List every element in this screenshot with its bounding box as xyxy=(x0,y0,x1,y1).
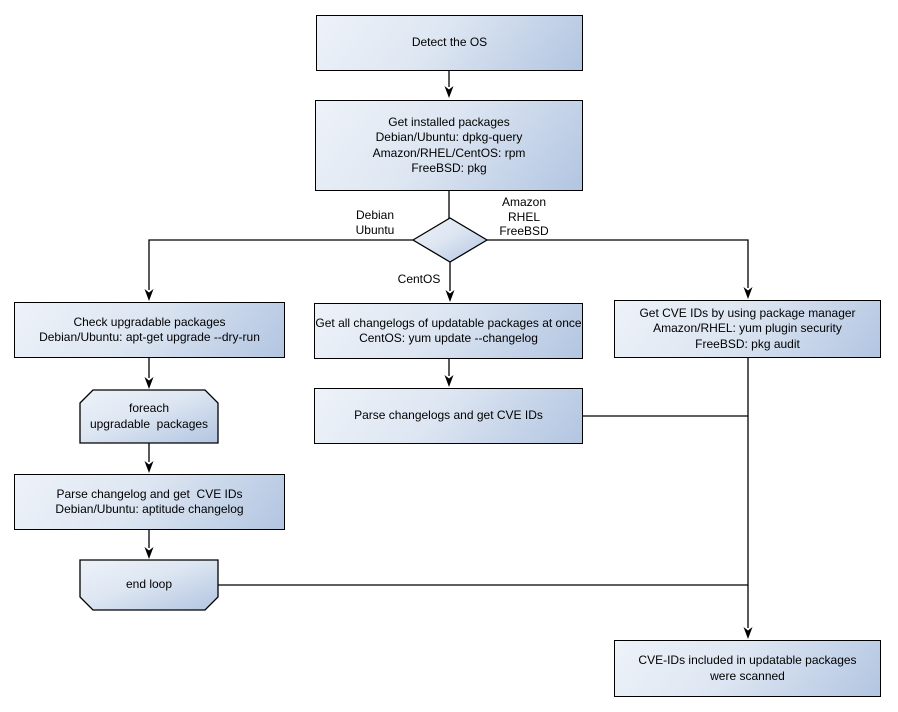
node-parse-changelogs-cve-ids: Parse changelogs and get CVE IDs xyxy=(314,388,583,444)
end-loop-shape xyxy=(79,559,219,611)
arrowhead xyxy=(743,287,753,299)
arrowhead xyxy=(144,547,154,559)
arrowhead xyxy=(444,86,454,98)
node-get-installed-packages: Get installed packages Debian/Ubuntu: dp… xyxy=(315,100,583,191)
end-loop-label: end loop xyxy=(125,577,173,592)
os-decision-diamond xyxy=(411,217,489,263)
arrowhead xyxy=(743,627,753,639)
connector-lines xyxy=(148,71,749,628)
edge-label-debian-ubuntu: Debian Ubuntu xyxy=(355,208,395,237)
edge-label-amazon-rhel-freebsd: Amazon RHEL FreeBSD xyxy=(499,195,549,238)
foreach-loop-shape xyxy=(79,389,219,444)
node-parse-changelog-cve-ids: Parse changelog and get CVE IDs Debian/U… xyxy=(14,474,285,530)
arrowhead xyxy=(445,290,455,302)
node-scan-result: CVE-IDs included in updatable packages w… xyxy=(614,640,881,697)
edge-label-centos: CentOS xyxy=(397,272,441,286)
node-detect-os: Detect the OS xyxy=(316,15,583,71)
foreach-loop-label: foreach upgradable packages xyxy=(89,401,209,431)
arrowhead xyxy=(144,461,154,473)
node-check-upgradable-packages: Check upgradable packages Debian/Ubuntu:… xyxy=(14,302,285,358)
arrowhead xyxy=(144,289,154,301)
arrowheads xyxy=(144,86,753,639)
node-get-cve-ids-package-manager: Get CVE IDs by using package manager Ama… xyxy=(614,300,881,358)
edge-decision-to-get-cve-ids xyxy=(487,239,749,288)
arrowhead xyxy=(444,375,454,387)
arrowhead xyxy=(144,377,154,389)
edge-decision-to-check-upgradable xyxy=(148,239,413,290)
node-get-all-changelogs: Get all changelogs of updatable packages… xyxy=(314,303,583,359)
